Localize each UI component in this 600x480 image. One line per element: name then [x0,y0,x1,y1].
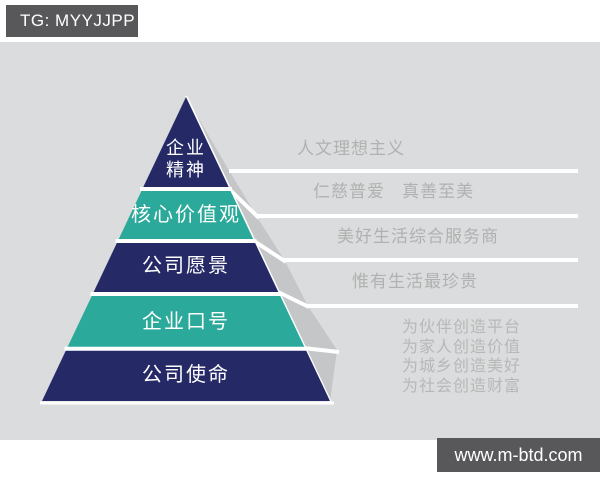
side-gap-3 [277,290,310,309]
pyramid-base-edge [40,401,334,405]
annotation-row-3: 美好生活综合服务商 [337,227,499,246]
pyramid-level-5-label: 公司使命 [142,364,230,386]
pyramid-level-2-face [117,189,255,241]
side-gap-2 [249,237,288,264]
mission-line-2: 为家人创造价值 [402,338,522,356]
footer-watermark-bar: www.m-btd.com [437,438,600,472]
pyramid-level-1-label-line2: 精神 [166,160,206,180]
annotation-row-2: 仁慈普爱 真善至美 [313,182,475,201]
pyramid-level-4-face [66,294,306,349]
separator-line-2 [256,214,578,218]
diagram-canvas: 企业 精神 核心价值观 公司愿景 企业口号 公司使命 人文理想主义 仁慈普爱 真… [0,42,600,440]
mission-line-3: 为城乡创造美好 [402,358,522,376]
separator-line-4 [306,304,578,308]
annotation-row-4: 惟有生活最珍贵 [352,272,478,291]
pyramid-level-1-label-line1: 企业 [166,138,206,158]
pyramid-level-2-label: 核心价值观 [131,204,241,226]
pyramid-level-1-label: 企业 精神 [36,137,336,181]
separator-line-1 [229,169,578,173]
mission-line-4: 为社会创造财富 [402,378,522,396]
mission-line-1: 为伙伴创造平台 [402,319,522,336]
pyramid-right-edge [184,95,333,404]
pyramid-level-4-label: 企业口号 [142,311,230,333]
pyramid-level-3-face [92,241,280,294]
pyramid-level-5-face [42,348,330,401]
header-tag: TG: MYYJJPP [6,5,138,37]
header-tag-label: TG: MYYJJPP [20,11,136,30]
pyramid-graphic [40,95,578,405]
side-gap-4 [302,346,340,354]
footer-url: www.m-btd.com [454,444,583,465]
pyramid-level-1-face [142,97,230,188]
pyramid-level-3-label: 公司愿景 [142,255,230,277]
separator-line-3 [283,258,578,262]
annotation-row-1: 人文理想主义 [297,139,405,158]
annotation-row-5: 为伙伴创造平台 为家人创造价值 为城乡创造美好 为社会创造财富 [402,318,521,397]
